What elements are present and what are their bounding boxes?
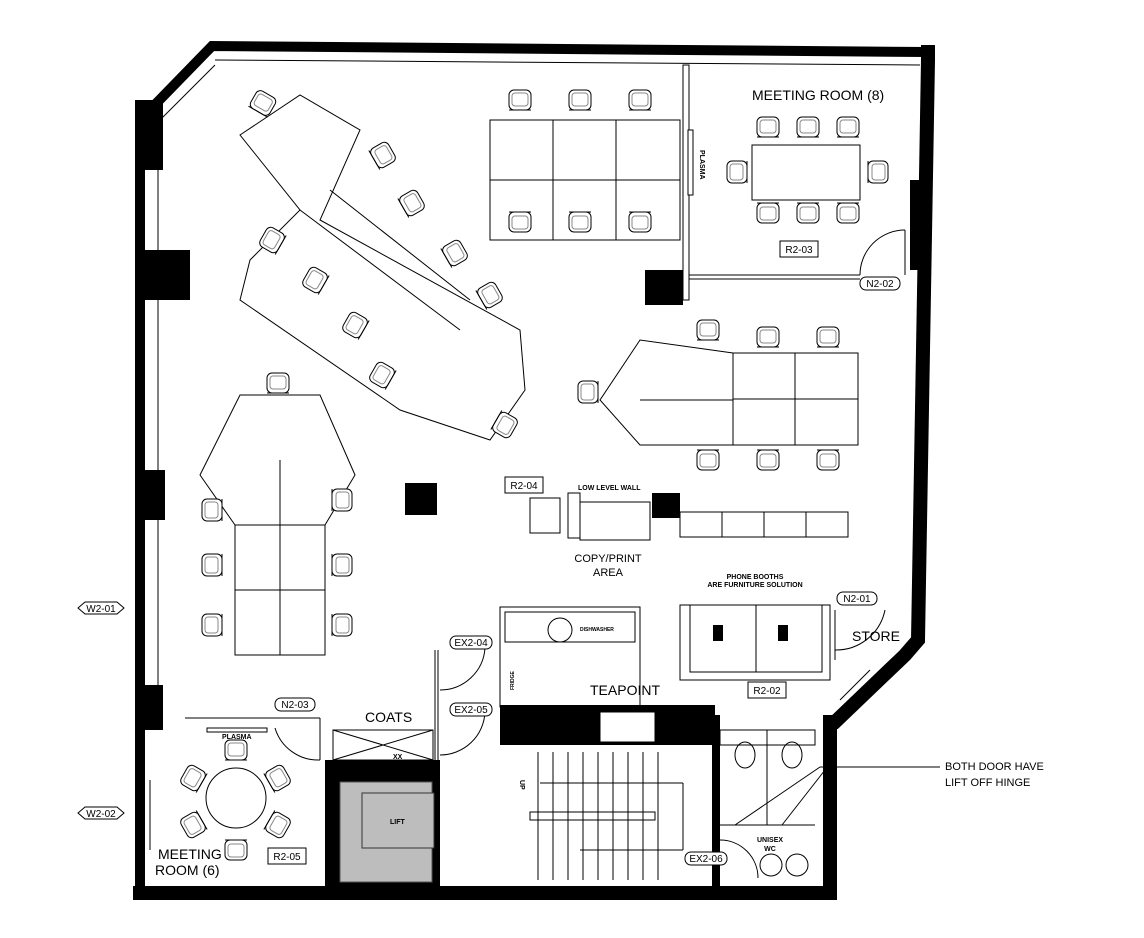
chair bbox=[816, 449, 840, 471]
room-tag-r2-02: R2-02 bbox=[753, 686, 781, 697]
chair bbox=[302, 266, 330, 295]
chair bbox=[836, 202, 860, 224]
chair bbox=[263, 764, 291, 793]
chair bbox=[568, 89, 592, 111]
unisex-wc-label-1: UNISEX bbox=[757, 837, 783, 844]
teapoint-label: TEAPOINT bbox=[590, 682, 660, 698]
chair bbox=[568, 211, 592, 233]
teapoint bbox=[499, 606, 715, 745]
chair bbox=[201, 553, 223, 577]
chair bbox=[490, 410, 518, 439]
chair bbox=[756, 326, 780, 348]
door-tag-n2-01: N2-01 bbox=[843, 594, 871, 605]
door-tag-n2-02: N2-02 bbox=[866, 279, 894, 290]
copy-print-label-2: AREA bbox=[593, 567, 624, 579]
phone-booths-label-2: ARE FURNITURE SOLUTION bbox=[707, 582, 802, 589]
chair bbox=[368, 141, 396, 170]
wc bbox=[712, 715, 940, 895]
chair bbox=[577, 380, 599, 404]
room-tag-r2-04: R2-04 bbox=[510, 481, 538, 492]
door-tag-n2-03: N2-03 bbox=[281, 700, 309, 711]
room-tags: R2-03 R2-04 R2-02 R2-05 bbox=[267, 240, 819, 865]
window-tag-w2-01: W2-01 bbox=[86, 604, 116, 615]
room-tag-r2-03: R2-03 bbox=[785, 245, 813, 256]
plasma-label-6: PLASMA bbox=[222, 734, 252, 741]
window-tags: W2-01 W2-02 bbox=[77, 601, 125, 820]
meeting-room-6-label-1: MEETING bbox=[158, 846, 222, 862]
chair bbox=[263, 810, 291, 839]
chair bbox=[796, 202, 820, 224]
chairs bbox=[180, 89, 889, 861]
desks bbox=[199, 94, 859, 656]
chair bbox=[248, 90, 277, 118]
door-tag-ex2-06: EX2-06 bbox=[689, 854, 723, 865]
chair bbox=[201, 613, 223, 637]
chair bbox=[816, 326, 840, 348]
chair bbox=[836, 116, 860, 138]
xx-label: XX bbox=[393, 754, 403, 761]
chair bbox=[867, 160, 889, 184]
copy-print-area bbox=[529, 492, 849, 541]
chair bbox=[440, 239, 468, 268]
door-tag-ex2-04: EX2-04 bbox=[454, 638, 488, 649]
window-tag-w2-02: W2-02 bbox=[86, 809, 116, 820]
chair bbox=[224, 839, 248, 861]
meeting-room-8 bbox=[645, 64, 906, 305]
chair bbox=[180, 764, 208, 793]
phone-booths bbox=[679, 604, 831, 681]
copy-print-label-1: COPY/PRINT bbox=[574, 553, 642, 565]
stairs bbox=[529, 752, 684, 880]
chair bbox=[342, 311, 370, 340]
chair bbox=[508, 211, 532, 233]
door-tag-ex2-05: EX2-05 bbox=[454, 705, 488, 716]
chair bbox=[397, 189, 425, 218]
door-tags: N2-02 N2-01 N2-03 EX2-04 EX2-05 EX2-06 bbox=[274, 276, 901, 866]
chair bbox=[756, 202, 780, 224]
meeting-room-6-label-2: ROOM (6) bbox=[155, 862, 220, 878]
store-label: STORE bbox=[852, 628, 900, 644]
chair bbox=[266, 372, 290, 394]
plasma-label: PLASMA bbox=[698, 150, 705, 180]
chair bbox=[696, 319, 720, 341]
chair bbox=[696, 449, 720, 471]
up-label: UP bbox=[518, 780, 525, 790]
unisex-wc-label-2: WC bbox=[764, 846, 776, 853]
chair bbox=[796, 116, 820, 138]
meeting-room-8-label: MEETING ROOM (8) bbox=[752, 87, 884, 103]
meeting-room-6 bbox=[185, 717, 321, 829]
chair bbox=[628, 211, 652, 233]
chair bbox=[331, 488, 353, 512]
chair bbox=[475, 281, 503, 310]
chair bbox=[201, 498, 223, 522]
fridge-label: FRIDGE bbox=[510, 670, 516, 690]
chair bbox=[756, 449, 780, 471]
chair bbox=[369, 361, 397, 390]
hinge-note-1: BOTH DOOR HAVE bbox=[945, 761, 1044, 773]
coats-label: COATS bbox=[365, 709, 412, 725]
chair bbox=[508, 89, 532, 111]
room-tag-r2-05: R2-05 bbox=[273, 852, 301, 863]
chair bbox=[756, 116, 780, 138]
chair bbox=[224, 739, 248, 761]
chair bbox=[259, 226, 287, 255]
hinge-note-2: LIFT OFF HINGE bbox=[945, 777, 1030, 789]
low-level-wall-label: LOW LEVEL WALL bbox=[578, 485, 641, 492]
chair bbox=[180, 810, 208, 839]
store bbox=[834, 609, 886, 701]
lift-label: LIFT bbox=[390, 819, 405, 826]
chair bbox=[628, 89, 652, 111]
labels: MEETING ROOM (8) PLASMA PLASMA MEETING R… bbox=[155, 87, 1044, 878]
chair bbox=[331, 613, 353, 637]
chair bbox=[331, 553, 353, 577]
dishwasher-label: DISHWASHER bbox=[580, 627, 614, 633]
chair bbox=[726, 160, 748, 184]
phone-booths-label-1: PHONE BOOTHS bbox=[727, 574, 784, 581]
outer-walls bbox=[133, 40, 935, 900]
core bbox=[325, 647, 486, 895]
